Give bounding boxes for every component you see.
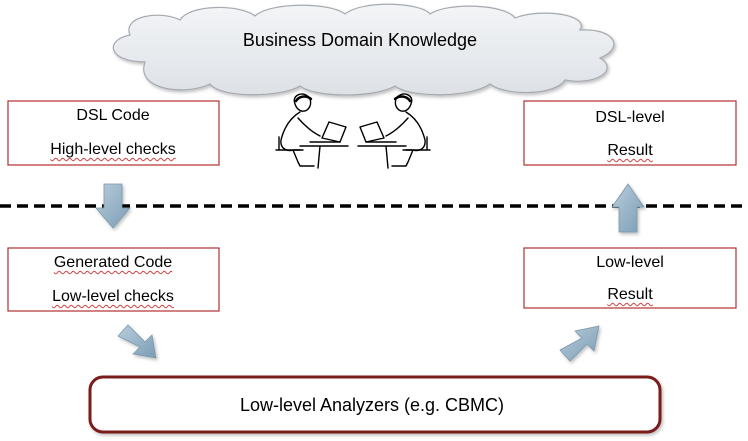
dsl-result-subtitle: Result — [607, 142, 653, 159]
dsl-result-box — [523, 100, 737, 166]
generated-code-subtitle: Low-level checks — [52, 288, 174, 305]
dsl-code-title: DSL Code — [76, 107, 150, 124]
person-at-laptop-left-icon — [275, 93, 349, 169]
arrow-up — [611, 183, 645, 233]
arrow-down — [95, 183, 131, 229]
business-domain-cloud — [112, 3, 615, 96]
low-result-subtitle: Result — [607, 286, 653, 303]
generated-code-title: Generated Code — [53, 254, 173, 271]
cloud-label: Business Domain Knowledge — [242, 30, 478, 50]
dsl-code-subtitle: High-level checks — [50, 141, 176, 158]
dsl-code-box — [7, 100, 220, 166]
low-result-box — [523, 247, 737, 309]
dsl-result-title: DSL-level — [595, 109, 665, 126]
analyzer-label: Low-level Analyzers (e.g. CBMC) — [239, 395, 505, 415]
generated-code-box — [7, 247, 220, 312]
arrow-up-right — [559, 325, 600, 362]
arrow-down-right — [117, 324, 157, 359]
person-at-laptop-right-icon — [357, 93, 431, 169]
low-result-title: Low-level — [596, 254, 664, 271]
analyzer-box — [88, 375, 662, 434]
